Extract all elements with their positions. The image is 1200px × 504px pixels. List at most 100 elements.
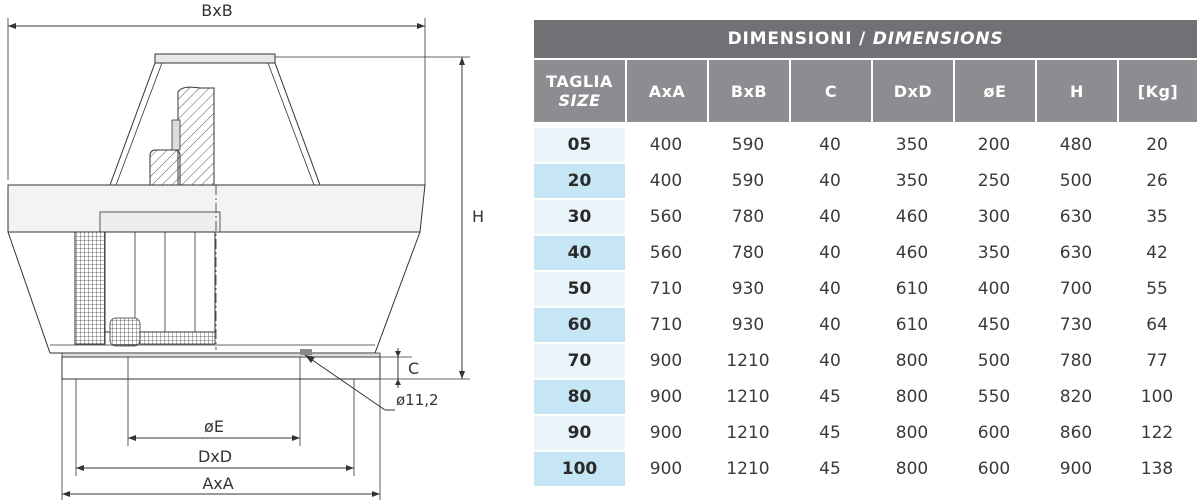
- cell-h: 730: [1035, 306, 1117, 342]
- cell-h: 900: [1035, 450, 1117, 486]
- cell-c: 40: [789, 342, 871, 378]
- cell-axa: 560: [625, 234, 707, 270]
- header-e: øE: [953, 60, 1035, 122]
- cell-dxd: 610: [871, 306, 953, 342]
- cell-bxb: 1210: [707, 342, 789, 378]
- header-c: C: [789, 60, 871, 122]
- table-row: 30 560 780 40 460 300 630 35: [534, 198, 1198, 234]
- cell-dxd: 460: [871, 234, 953, 270]
- cell-dxd: 610: [871, 270, 953, 306]
- cell-c: 40: [789, 234, 871, 270]
- dimension-e: øE: [127, 357, 301, 446]
- cell-size: 90: [534, 414, 625, 450]
- cell-axa: 400: [625, 122, 707, 162]
- dimension-axa: AxA: [61, 379, 381, 500]
- fan-body: [7, 184, 426, 354]
- cell-axa: 900: [625, 378, 707, 414]
- table-row: 20 400 590 40 350 250 500 26: [534, 162, 1198, 198]
- header-size-italic: SIZE: [558, 91, 601, 110]
- cell-kg: 35: [1117, 198, 1198, 234]
- dimension-dxd: DxD: [75, 379, 355, 476]
- label-c: C: [408, 359, 419, 378]
- cell-size: 100: [534, 450, 625, 486]
- cell-c: 45: [789, 378, 871, 414]
- header-kg: [Kg]: [1117, 60, 1198, 122]
- cell-size: 30: [534, 198, 625, 234]
- table-title-italic: DIMENSIONS: [872, 29, 1004, 49]
- cell-bxb: 930: [707, 306, 789, 342]
- cell-h: 480: [1035, 122, 1117, 162]
- cell-dxd: 800: [871, 342, 953, 378]
- cell-c: 40: [789, 162, 871, 198]
- table-row: 50 710 930 40 610 400 700 55: [534, 270, 1198, 306]
- table-row: 05 400 590 40 350 200 480 20: [534, 122, 1198, 162]
- cell-dxd: 800: [871, 378, 953, 414]
- cell-kg: 55: [1117, 270, 1198, 306]
- cell-bxb: 590: [707, 162, 789, 198]
- cell-axa: 900: [625, 450, 707, 486]
- cell-axa: 400: [625, 162, 707, 198]
- cell-axa: 710: [625, 306, 707, 342]
- cell-size: 50: [534, 270, 625, 306]
- cell-h: 700: [1035, 270, 1117, 306]
- table-row: 90 900 1210 45 800 600 860 122: [534, 414, 1198, 450]
- table-title-main: DIMENSIONI /: [727, 29, 873, 49]
- dimension-c: C: [378, 348, 470, 388]
- dimension-h: H: [275, 56, 484, 379]
- header-dxd: DxD: [871, 60, 953, 122]
- cell-e: 550: [953, 378, 1035, 414]
- cell-e: 350: [953, 234, 1035, 270]
- table-row: 80 900 1210 45 800 550 820 100: [534, 378, 1198, 414]
- cell-dxd: 800: [871, 414, 953, 450]
- cell-size: 05: [534, 122, 625, 162]
- cell-kg: 100: [1117, 378, 1198, 414]
- cell-c: 45: [789, 414, 871, 450]
- fan-technical-drawing: BxB H C: [7, 1, 484, 500]
- cell-c: 40: [789, 198, 871, 234]
- label-e: øE: [204, 417, 224, 436]
- cell-kg: 77: [1117, 342, 1198, 378]
- cell-bxb: 780: [707, 234, 789, 270]
- dimensions-table: DIMENSIONI / DIMENSIONS TAGLIA SIZE AxA …: [534, 20, 1198, 486]
- header-size: TAGLIA SIZE: [534, 60, 625, 122]
- cell-size: 20: [534, 162, 625, 198]
- cell-size: 70: [534, 342, 625, 378]
- cell-h: 860: [1035, 414, 1117, 450]
- cell-dxd: 460: [871, 198, 953, 234]
- label-bxb: BxB: [201, 1, 232, 20]
- cell-kg: 20: [1117, 122, 1198, 162]
- cell-size: 60: [534, 306, 625, 342]
- cell-bxb: 1210: [707, 414, 789, 450]
- header-size-main: TAGLIA: [546, 72, 613, 91]
- cell-h: 630: [1035, 234, 1117, 270]
- cell-dxd: 350: [871, 162, 953, 198]
- cell-bxb: 1210: [707, 450, 789, 486]
- cell-axa: 900: [625, 414, 707, 450]
- cell-axa: 710: [625, 270, 707, 306]
- table-row: 60 710 930 40 610 450 730 64: [534, 306, 1198, 342]
- cell-bxb: 930: [707, 270, 789, 306]
- table-title: DIMENSIONI / DIMENSIONS: [534, 20, 1198, 60]
- cell-c: 45: [789, 450, 871, 486]
- table-row: 100 900 1210 45 800 600 900 138: [534, 450, 1198, 486]
- cell-c: 40: [789, 306, 871, 342]
- label-axa: AxA: [202, 474, 233, 493]
- header-h: H: [1035, 60, 1117, 122]
- header-row: TAGLIA SIZE AxA BxB C DxD øE H [Kg]: [534, 60, 1198, 122]
- cell-c: 40: [789, 270, 871, 306]
- fan-hood: [109, 53, 321, 211]
- cell-kg: 26: [1117, 162, 1198, 198]
- dimension-bxb: BxB: [7, 1, 426, 185]
- cell-h: 500: [1035, 162, 1117, 198]
- cell-kg: 64: [1117, 306, 1198, 342]
- cell-h: 820: [1035, 378, 1117, 414]
- header-bxb: BxB: [707, 60, 789, 122]
- table-row: 70 900 1210 40 800 500 780 77: [534, 342, 1198, 378]
- dimension-hole: ø11,2: [304, 354, 439, 411]
- label-hole: ø11,2: [396, 391, 439, 409]
- cell-e: 500: [953, 342, 1035, 378]
- dimensions-table-container: DIMENSIONI / DIMENSIONS TAGLIA SIZE AxA …: [534, 20, 1198, 486]
- cell-e: 600: [953, 414, 1035, 450]
- cell-bxb: 1210: [707, 378, 789, 414]
- cell-e: 300: [953, 198, 1035, 234]
